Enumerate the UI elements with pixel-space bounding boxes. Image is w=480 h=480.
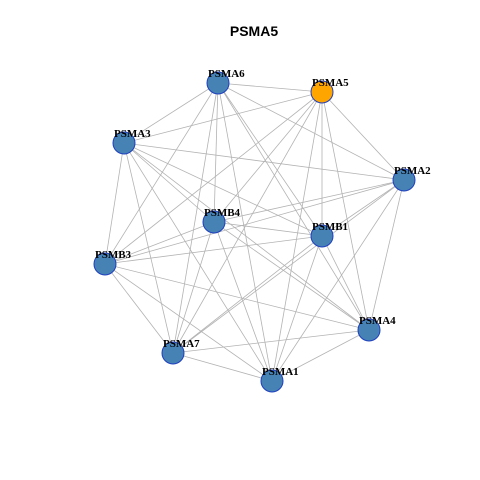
edge-psma3-psmb1 <box>123 142 323 237</box>
edge-psma7-psma1 <box>172 352 273 382</box>
node-psma3[interactable] <box>112 131 136 155</box>
edge-psma3-psma7 <box>123 142 174 354</box>
node-label-psma7: PSMA7 <box>163 338 200 350</box>
edge-psma3-psma2 <box>123 142 405 181</box>
edge-psma2-psmb4 <box>213 179 405 223</box>
node-psma7[interactable] <box>161 341 185 365</box>
edge-psma2-psmb1 <box>321 179 405 237</box>
edge-psma2-psma7 <box>172 179 405 354</box>
edge-psmb3-psma7 <box>104 263 174 354</box>
node-label-psma4: PSMA4 <box>359 315 396 327</box>
edge-psma6-psma5 <box>217 82 323 93</box>
node-psmb4[interactable] <box>202 210 226 234</box>
node-label-psma3: PSMA3 <box>114 128 151 140</box>
edge-psmb1-psma7 <box>172 235 323 354</box>
edge-psmb4-psma4 <box>213 221 370 331</box>
edge-psma6-psma4 <box>217 82 370 331</box>
edge-psmb3-psma1 <box>104 263 273 382</box>
edge-psma4-psma7 <box>172 329 370 354</box>
node-label-psma6: PSMA6 <box>208 68 245 80</box>
edge-psma6-psma2 <box>217 82 405 181</box>
edge-psma5-psma1 <box>271 91 323 382</box>
edge-layer <box>104 82 405 382</box>
graph-title: PSMA5 <box>230 23 278 39</box>
edge-psma3-psmb3 <box>104 142 125 265</box>
node-psma5[interactable] <box>310 80 334 104</box>
edge-psmb4-psma7 <box>172 221 215 354</box>
edge-psma5-psma2 <box>321 91 405 181</box>
edge-psma5-psmb4 <box>213 91 323 223</box>
node-label-psma1: PSMA1 <box>262 366 299 378</box>
edge-psma2-psma1 <box>271 179 405 382</box>
edge-psmb4-psmb1 <box>213 221 323 237</box>
node-label-psmb1: PSMB1 <box>312 221 348 233</box>
edge-psmb3-psma4 <box>104 263 370 331</box>
node-psmb1[interactable] <box>310 224 334 248</box>
node-psma1[interactable] <box>260 369 284 393</box>
edge-psma2-psmb3 <box>104 179 405 265</box>
edge-psma3-psma1 <box>123 142 273 382</box>
edge-psma6-psma1 <box>217 82 273 382</box>
label-layer: PSMA6PSMA5PSMA3PSMA2PSMB4PSMB1PSMB3PSMA4… <box>95 68 431 378</box>
node-label-psma2: PSMA2 <box>394 165 431 177</box>
edge-psma4-psma1 <box>271 329 370 382</box>
edge-psma2-psma4 <box>368 179 405 331</box>
edge-psma5-psma3 <box>123 91 323 144</box>
edge-psmb1-psmb3 <box>104 235 323 265</box>
edge-psmb1-psma1 <box>271 235 323 382</box>
edge-psmb4-psmb3 <box>104 221 215 265</box>
node-psma6[interactable] <box>206 71 230 95</box>
edge-psma6-psma3 <box>123 82 219 144</box>
node-label-psma5: PSMA5 <box>312 77 349 89</box>
edge-psma6-psmb4 <box>213 82 219 223</box>
edge-psma3-psmb4 <box>123 142 215 223</box>
edge-psma5-psmb3 <box>104 91 323 265</box>
node-psmb3[interactable] <box>93 252 117 276</box>
node-psma2[interactable] <box>392 168 416 192</box>
edge-psmb1-psma4 <box>321 235 370 331</box>
node-psma4[interactable] <box>357 318 381 342</box>
edge-psma6-psmb3 <box>104 82 219 265</box>
node-label-psmb4: PSMB4 <box>204 207 241 219</box>
edge-psma6-psma7 <box>172 82 219 354</box>
edge-psma5-psma7 <box>172 91 323 354</box>
edge-psma3-psma4 <box>123 142 370 331</box>
node-layer <box>93 71 416 393</box>
edge-psma5-psma4 <box>321 91 370 331</box>
edge-psma6-psmb1 <box>217 82 323 237</box>
node-label-psmb3: PSMB3 <box>95 249 132 261</box>
